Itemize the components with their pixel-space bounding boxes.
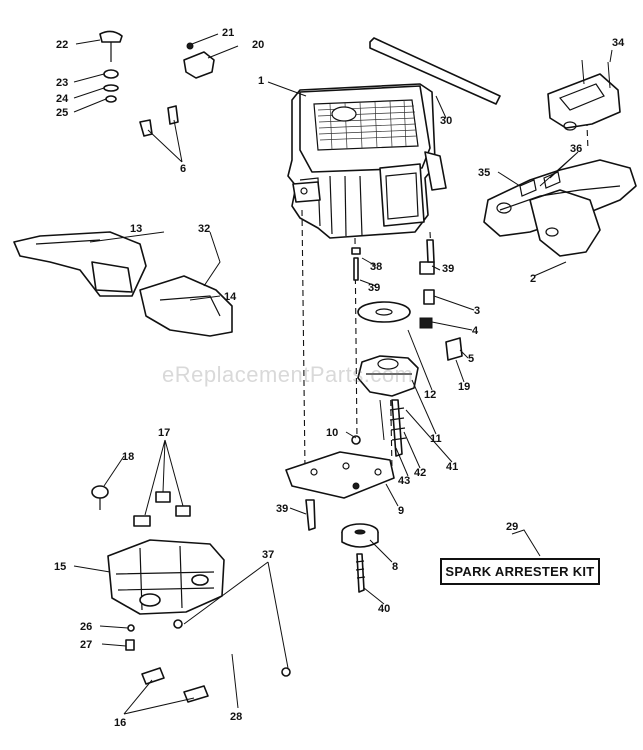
callout-9: 9 <box>398 505 404 517</box>
callout-43: 43 <box>398 475 410 487</box>
control-housing <box>107 539 225 615</box>
callout-39-right: 39 <box>442 263 454 275</box>
callout-11: 11 <box>430 433 442 445</box>
callout-20: 20 <box>252 39 264 51</box>
callout-23: 23 <box>56 77 68 89</box>
knob-18 <box>91 485 109 510</box>
leader-lines <box>73 33 613 715</box>
engine-assembly <box>287 83 447 239</box>
spark-arrester-kit-label: SPARK ARRESTER KIT <box>440 558 600 585</box>
callout-41: 41 <box>446 461 458 473</box>
fuel-line <box>173 619 291 677</box>
callout-labels: 1 22 23 24 25 21 20 6 30 34 35 36 2 13 3… <box>54 27 625 729</box>
callout-17: 17 <box>158 427 170 439</box>
callout-28: 28 <box>230 711 242 723</box>
callout-29: 29 <box>506 521 518 533</box>
callout-27: 27 <box>80 639 92 651</box>
callout-34: 34 <box>612 37 625 49</box>
left-panel <box>13 231 147 297</box>
callout-13: 13 <box>130 223 142 235</box>
pad-set <box>133 491 191 527</box>
callout-39-bottom: 39 <box>276 503 288 515</box>
heat-shield-strip <box>369 37 501 105</box>
clip-pads <box>141 667 209 703</box>
callout-4: 4 <box>472 325 479 337</box>
callout-38: 38 <box>370 261 382 273</box>
callout-30: 30 <box>440 115 452 127</box>
callout-37: 37 <box>262 549 274 561</box>
lower-panel <box>139 275 233 337</box>
callout-39-top: 39 <box>368 282 380 294</box>
bolt <box>305 499 316 531</box>
callout-40: 40 <box>378 603 390 615</box>
engine-shroud-grille <box>313 99 419 151</box>
callout-3: 3 <box>474 305 480 317</box>
engine-mount-bracket <box>483 59 637 257</box>
callout-21: 21 <box>222 27 234 39</box>
latch-hardware <box>139 42 215 137</box>
callout-6: 6 <box>180 163 186 175</box>
callout-10: 10 <box>326 427 338 439</box>
watermark: eReplacementParts.com <box>162 362 414 387</box>
drive-pulley-stack <box>357 261 463 457</box>
lower-pulley <box>341 523 379 593</box>
callout-42: 42 <box>414 467 426 479</box>
clamp-hardware <box>125 624 135 651</box>
bolt-group <box>351 239 435 281</box>
base-plate <box>285 435 395 499</box>
callout-25: 25 <box>56 107 68 119</box>
callout-19: 19 <box>458 381 470 393</box>
knob-hardware <box>99 30 123 103</box>
callout-2: 2 <box>530 273 536 285</box>
callout-36: 36 <box>570 143 582 155</box>
callout-15: 15 <box>54 561 66 573</box>
callout-26: 26 <box>80 621 92 633</box>
callout-18: 18 <box>122 451 134 463</box>
callout-16: 16 <box>114 717 126 729</box>
callout-22: 22 <box>56 39 68 51</box>
callout-24: 24 <box>56 93 69 105</box>
callout-1: 1 <box>258 75 264 87</box>
callout-14: 14 <box>224 291 237 303</box>
callout-32: 32 <box>198 223 210 235</box>
callout-12: 12 <box>424 389 436 401</box>
callout-8: 8 <box>392 561 398 573</box>
callout-35: 35 <box>478 167 490 179</box>
callout-5: 5 <box>468 353 474 365</box>
